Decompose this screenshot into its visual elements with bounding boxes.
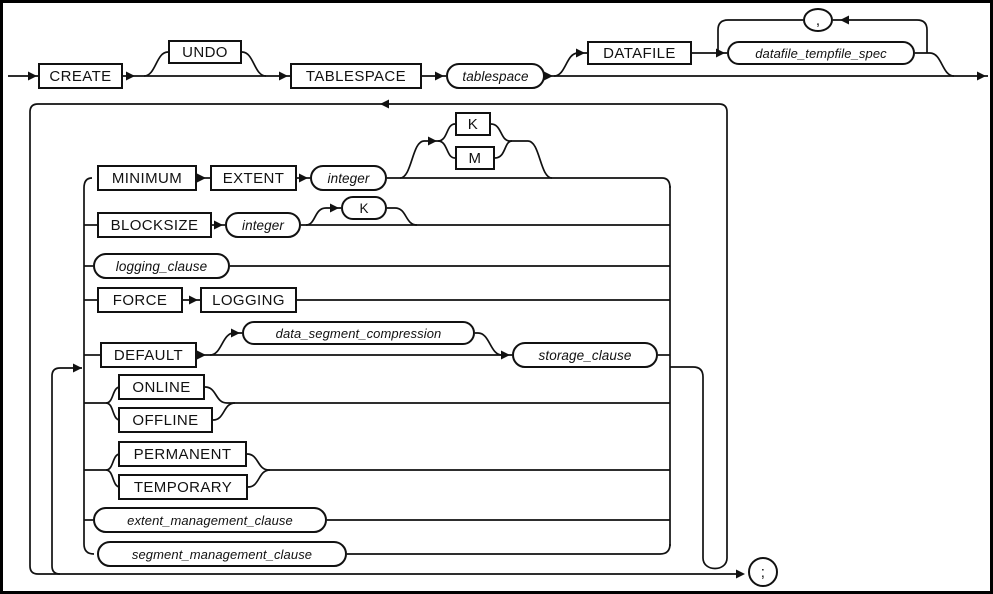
keyword-logging: LOGGING [200, 287, 297, 313]
param-integer-oval-minimum: integer [310, 165, 387, 191]
keyword-blocksize: BLOCKSIZE [97, 212, 212, 238]
keyword-permanent: PERMANENT [118, 441, 247, 467]
keyword-extent: EXTENT [210, 165, 297, 191]
keyword-undo: UNDO [168, 40, 242, 64]
clause-storage-oval: storage_clause [512, 342, 658, 368]
clause-logging-oval: logging_clause [93, 253, 230, 279]
arrowheads [28, 15, 986, 579]
keyword-tablespace: TABLESPACE [290, 63, 422, 89]
keyword-temporary: TEMPORARY [118, 474, 248, 500]
param-integer-oval-blocksize: integer [225, 212, 301, 238]
unit-k-oval: K [341, 196, 387, 220]
param-tablespace-oval: tablespace [446, 63, 545, 89]
unit-k-box: K [455, 112, 491, 136]
keyword-force: FORCE [97, 287, 183, 313]
clause-segment-management-oval: segment_management_clause [97, 541, 347, 567]
clause-extent-management-oval: extent_management_clause [93, 507, 327, 533]
keyword-datafile: DATAFILE [587, 41, 692, 65]
literal-comma-oval: , [803, 8, 833, 32]
unit-m-box: M [455, 146, 495, 170]
literal-semicolon-circle: ; [748, 557, 778, 587]
keyword-default: DEFAULT [100, 342, 197, 368]
keyword-online: ONLINE [118, 374, 205, 400]
param-datafile-tempfile-spec-oval: datafile_tempfile_spec [727, 41, 915, 65]
keyword-offline: OFFLINE [118, 407, 213, 433]
keyword-create: CREATE [38, 63, 123, 89]
keyword-minimum: MINIMUM [97, 165, 197, 191]
clause-data-segment-compression-oval: data_segment_compression [242, 321, 475, 345]
